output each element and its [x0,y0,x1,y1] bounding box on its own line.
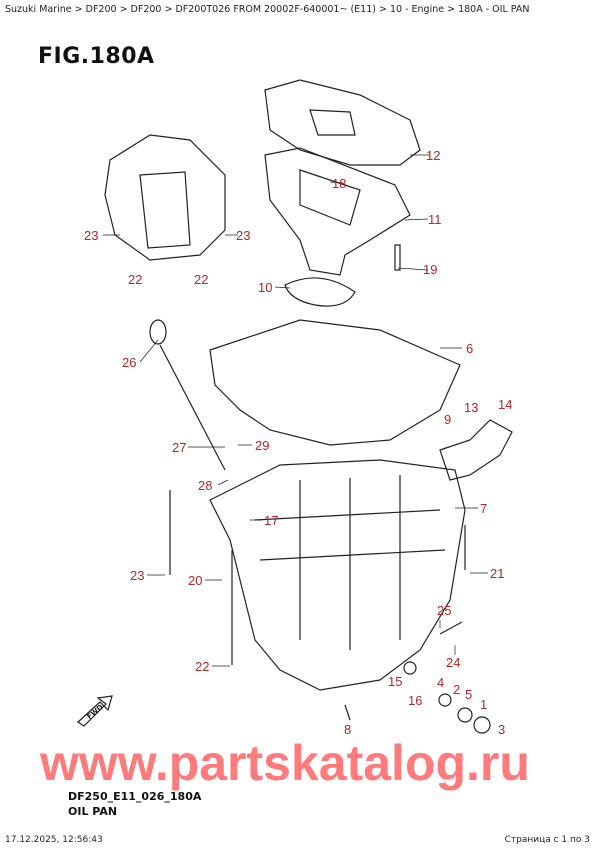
callout-13[interactable]: 13 [464,400,479,415]
sensor-14 [439,419,513,481]
callout-22[interactable]: 22 [194,272,209,287]
callout-24[interactable]: 24 [446,655,461,670]
callout-21[interactable]: 21 [490,566,505,581]
callout-22[interactable]: 22 [128,272,143,287]
callout-28[interactable]: 28 [198,478,213,493]
callout-11[interactable]: 11 [428,212,442,227]
callout-19[interactable]: 19 [423,262,438,277]
callout-6[interactable]: 6 [466,341,474,356]
oring-10 [284,277,356,307]
callout-16[interactable]: 16 [408,693,423,708]
callout-22[interactable]: 22 [195,659,210,674]
callout-17[interactable]: 17 [264,513,279,528]
callout-27[interactable]: 27 [172,440,187,455]
print-datetime: 17.12.2025, 12:56:43 [5,835,103,845]
leader-lines [103,154,488,667]
oil-pump-strainer-11 [264,147,411,276]
callout-14[interactable]: 14 [498,397,513,412]
callout-3[interactable]: 3 [498,722,506,737]
callout-8[interactable]: 8 [344,722,352,737]
callout-26[interactable]: 26 [122,355,137,370]
figure-code: DF250_E11_026_180A [68,790,202,803]
callout-23[interactable]: 23 [130,568,145,583]
callout-23[interactable]: 23 [84,228,99,243]
page-indicator: Страница с 1 по 3 [504,835,590,845]
bolt-19 [394,244,401,271]
callout-29[interactable]: 29 [255,438,270,453]
oil-pan-7 [209,459,466,691]
callout-23[interactable]: 23 [236,228,251,243]
callout-2[interactable]: 2 [453,682,461,697]
rear-cover-plate [104,134,226,261]
callout-20[interactable]: 20 [188,573,203,588]
callout-10[interactable]: 10 [258,280,273,295]
callout-18[interactable]: 18 [332,176,347,191]
figure-title: OIL PAN [68,805,118,818]
callout-12[interactable]: 12 [426,148,441,163]
watermark: www.partskatalog.ru [40,735,530,791]
long-bolts [169,490,466,665]
callout-15[interactable]: 15 [388,674,403,689]
callout-1[interactable]: 1 [480,697,488,712]
figure-label: FIG.180A [38,44,155,69]
dipstick-26 [149,319,226,471]
callout-5[interactable]: 5 [465,687,473,702]
gasket-6 [209,319,461,446]
callout-7[interactable]: 7 [480,501,488,516]
callout-25[interactable]: 25 [437,603,452,618]
breadcrumb[interactable]: Suzuki Marine > DF200 > DF200 > DF200T02… [5,4,530,15]
drain-parts [344,621,491,734]
fwd-arrow [77,695,113,727]
callout-4[interactable]: 4 [437,675,445,690]
callout-9[interactable]: 9 [444,412,452,427]
gasket-12 [264,79,421,166]
